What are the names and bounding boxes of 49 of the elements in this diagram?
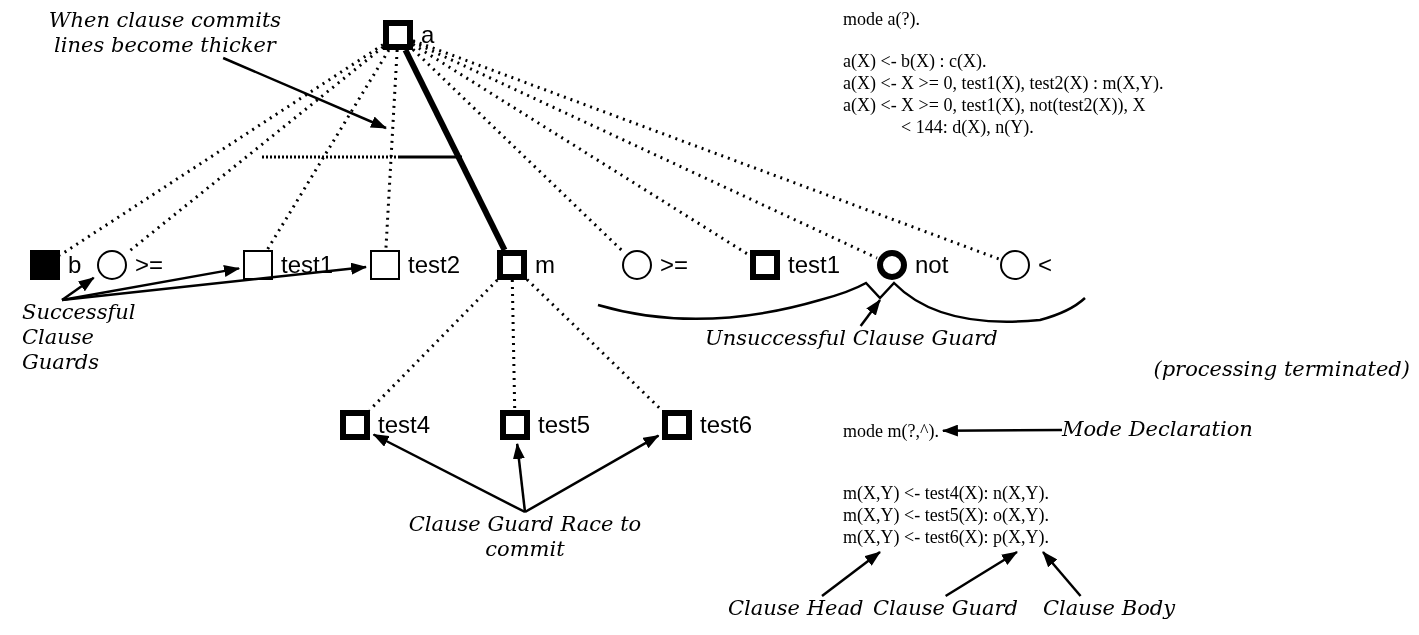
annotation-text: Clause Guard Race to commit [407,512,643,562]
node-label: test2 [408,251,461,279]
arrow [941,424,1062,437]
arrow [222,56,387,130]
annotation-text: Clause Guard [873,596,1018,621]
arrow [61,265,241,302]
node-label: m [535,251,555,279]
dotted-line [510,279,517,411]
dotted-line [384,49,399,251]
dotted-line [412,39,1001,261]
code-line: a(X) <- b(X) : c(X). [843,50,987,72]
node-label: test6 [700,411,753,439]
arrow [1042,551,1082,597]
code-line: m(X,Y) <- test6(X): p(X,Y). [843,526,1050,548]
node-label: >= [135,251,164,279]
dotted-line [411,48,624,252]
arrow [512,443,527,513]
arrow [821,551,881,597]
annotation-text: (processing terminated) [1153,357,1410,382]
code-line: mode a(?). [843,8,920,30]
code-line: m(X,Y) <- test5(X): o(X,Y). [843,504,1050,526]
annotation-text: Clause Body [1043,596,1176,621]
arrow [859,299,881,327]
arrow [944,550,1018,598]
dotted-line [412,43,751,257]
node-label: not [915,251,949,279]
code-line: mode m(?,^). [843,420,939,442]
arrow [372,433,526,514]
node-label: test5 [538,411,591,439]
annotation-text: Clause Head [728,596,864,621]
annotation-text: Successful Clause Guards [22,300,137,375]
node-label: < [1038,251,1052,279]
dotted-line [265,49,391,251]
tree-line [402,48,508,252]
annotation-text: Mode Declaration [1062,417,1253,442]
code-line: a(X) <- X >= 0, test1(X), not(test2(X)), X < 144: d(X), n(Y). [843,94,1146,138]
annotation-text: Unsuccessful Clause Guard [705,326,998,351]
code-line: m(X,Y) <- test4(X): n(X,Y). [843,482,1050,504]
node-label: >= [660,251,689,279]
dotted-line [412,40,878,260]
arrow [61,262,367,302]
annotation-text: When clause commits lines become thicker [47,8,283,58]
node-label: test4 [378,411,431,439]
arrow [524,434,660,514]
node-label: b [68,251,82,279]
code-line: a(X) <- X >= 0, test1(X), test2(X) : m(X,Y). [843,72,1164,94]
node-label: a [421,21,435,49]
node-label: test1 [788,251,841,279]
arrow [61,276,95,302]
